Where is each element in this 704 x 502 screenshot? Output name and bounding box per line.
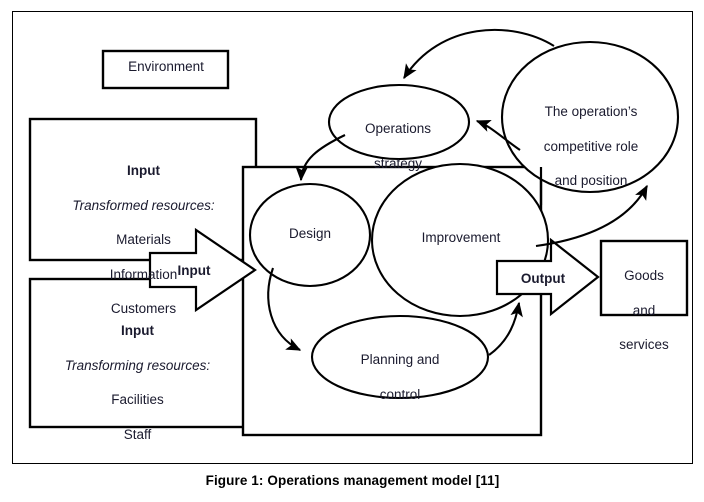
- input-transforming-item-1: Staff: [123, 426, 152, 442]
- environment-label: Environment: [128, 59, 204, 74]
- node-label-improvement: Improvement: [421, 230, 501, 245]
- figure-caption: Figure 1: Operations management model [1…: [205, 473, 500, 488]
- input-transforming-heading: Input: [121, 323, 154, 339]
- input-transformed-heading: Input: [127, 163, 160, 179]
- node-label-design: Design: [288, 226, 332, 241]
- input-transformed-item-0: Materials: [116, 232, 171, 248]
- node-label-competitive-role: The operation’s competitive role and pos…: [513, 86, 669, 207]
- competitive-line-0: The operation’s: [544, 104, 638, 120]
- input-transformed-item-1: Information: [109, 266, 178, 282]
- input-transformed-subheading: Transformed resources:: [72, 197, 215, 213]
- goods-line-1: and: [632, 302, 656, 318]
- competitive-line-1: competitive role: [543, 138, 639, 154]
- ops-strategy-line-0: Operations: [364, 121, 432, 137]
- input-transforming-text: Input Transforming resources: Facilities…: [34, 305, 241, 460]
- input-transforming-item-0: Facilities: [111, 392, 164, 408]
- input-transformed-text: Input Transformed resources: Materials I…: [34, 145, 253, 335]
- goods-line-0: Goods: [624, 268, 664, 284]
- goods-and-services-label: Goods and services: [604, 250, 684, 371]
- planning-line-0: Planning and: [360, 352, 440, 368]
- ops-strategy-line-1: strategy: [373, 155, 423, 171]
- node-label-planning-control: Planning and control: [341, 334, 459, 420]
- input-transformed-item-2: Customers: [110, 301, 177, 317]
- output-arrow-label: Output: [520, 271, 566, 286]
- node-label-operations-strategy: Operations strategy: [340, 103, 456, 189]
- goods-line-2: services: [619, 337, 669, 353]
- planning-line-1: control: [379, 386, 421, 402]
- competitive-line-2: and position: [554, 173, 628, 189]
- input-transforming-subheading: Transforming resources:: [64, 357, 211, 373]
- input-arrow-label: Input: [177, 263, 211, 278]
